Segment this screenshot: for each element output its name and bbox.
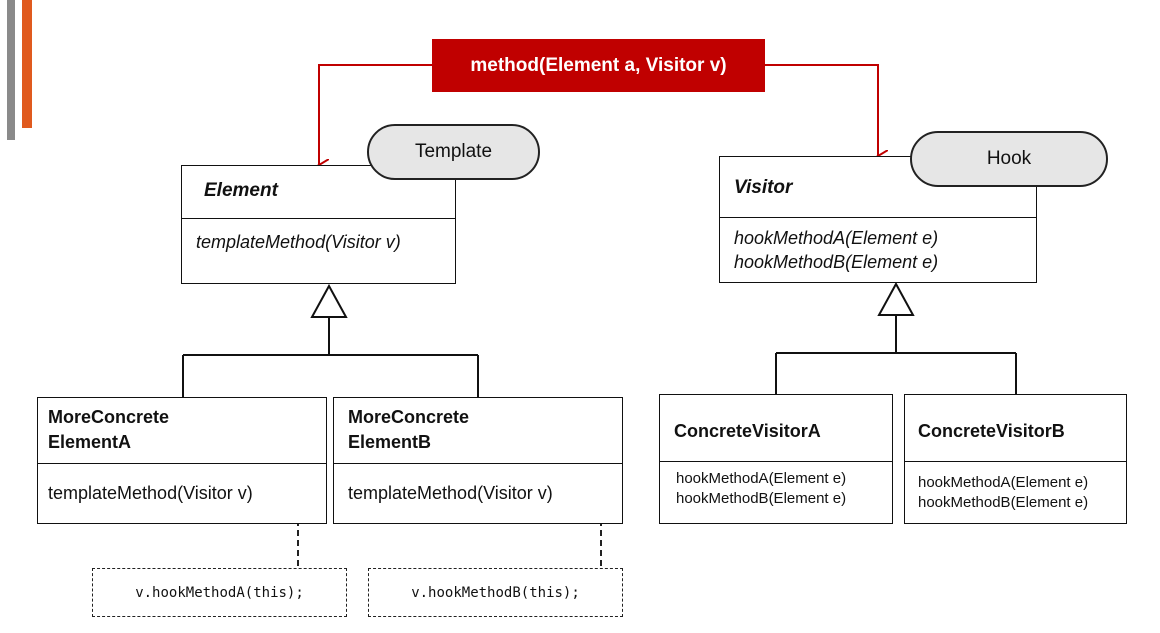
concrete-visitor-b-name: ConcreteVisitorB bbox=[918, 421, 1065, 441]
hook-pill: Hook bbox=[910, 131, 1108, 187]
visitor-class-name: Visitor bbox=[734, 177, 793, 198]
class-name-line: MoreConcrete bbox=[348, 407, 470, 427]
visitor-class: Visitor hookMethodA(Element e) hookMetho… bbox=[719, 156, 1037, 283]
inheritance-triangle-element bbox=[310, 283, 348, 318]
element-class-name: Element bbox=[204, 180, 278, 201]
concrete-visitor-b-operation: hookMethodB(Element e) bbox=[918, 494, 1089, 511]
inheritance-triangle-visitor bbox=[877, 281, 915, 316]
more-concrete-b-operation: templateMethod(Visitor v) bbox=[348, 483, 553, 503]
concrete-visitor-b-operation: hookMethodA(Element e) bbox=[918, 474, 1089, 491]
more-concrete-element-a-class: MoreConcrete ElementA templateMethod(Vis… bbox=[37, 397, 327, 524]
more-concrete-a-operation: templateMethod(Visitor v) bbox=[48, 483, 253, 503]
method-label: method(Element a, Visitor v) bbox=[470, 54, 727, 76]
template-label: Template bbox=[414, 141, 493, 162]
concrete-visitor-a-class: ConcreteVisitorA hookMethodA(Element e) … bbox=[659, 394, 893, 524]
concrete-visitor-a-name: ConcreteVisitorA bbox=[674, 421, 821, 441]
class-name-line: MoreConcrete bbox=[48, 407, 170, 427]
visitor-operation: hookMethodA(Element e) bbox=[734, 228, 939, 248]
visitor-operation: hookMethodB(Element e) bbox=[734, 252, 939, 272]
template-pill: Template bbox=[367, 124, 540, 180]
code-note-a-text: v.hookMethodA(this); bbox=[135, 584, 304, 601]
arrow-to-visitor bbox=[765, 64, 878, 156]
arrow-to-element bbox=[319, 64, 432, 165]
code-note-b-text: v.hookMethodB(this); bbox=[411, 584, 580, 601]
element-operation: templateMethod(Visitor v) bbox=[196, 232, 401, 252]
method-label-box bbox=[432, 39, 765, 92]
code-note-a: v.hookMethodA(this); bbox=[92, 568, 347, 617]
concrete-visitor-a-operation: hookMethodA(Element e) bbox=[676, 470, 847, 487]
decorative-gray-bar bbox=[7, 0, 15, 140]
hook-label: Hook bbox=[986, 148, 1032, 169]
code-note-b: v.hookMethodB(this); bbox=[368, 568, 623, 617]
class-name-line: ElementA bbox=[48, 432, 132, 452]
decorative-orange-bar bbox=[22, 0, 32, 128]
class-name-line: ElementB bbox=[348, 432, 432, 452]
concrete-visitor-b-class: ConcreteVisitorB hookMethodA(Element e) … bbox=[904, 394, 1127, 524]
more-concrete-element-b-class: MoreConcrete ElementB templateMethod(Vis… bbox=[333, 397, 623, 524]
concrete-visitor-a-operation: hookMethodB(Element e) bbox=[676, 490, 847, 507]
element-class: Element templateMethod(Visitor v) bbox=[181, 165, 456, 284]
